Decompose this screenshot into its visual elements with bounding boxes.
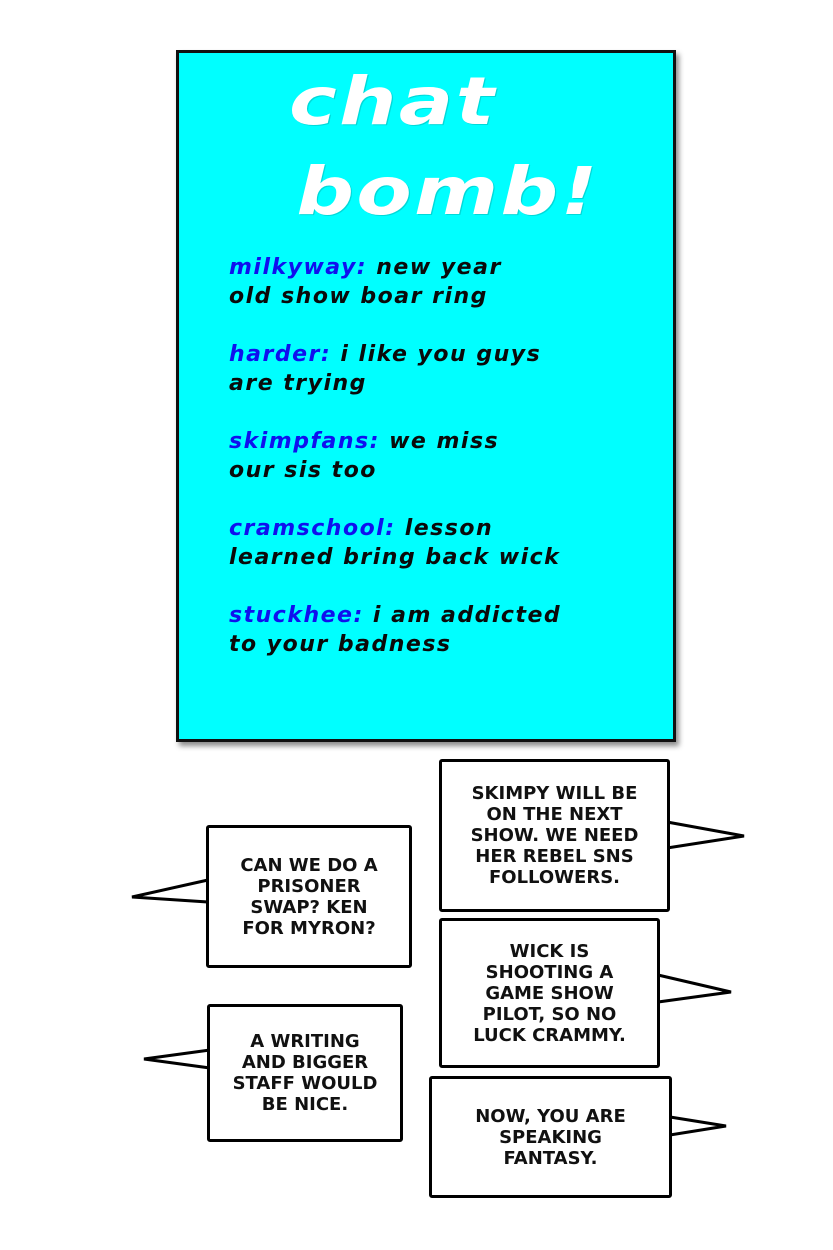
speech-bubble-text: NOW, YOU ARE SPEAKING FANTASY. <box>475 1105 626 1169</box>
speech-bubble: A WRITING AND BIGGER STAFF WOULD BE NICE… <box>207 1004 403 1142</box>
chat-username: milkyway: <box>229 255 368 280</box>
chat-message-list: milkyway: new year old show boar ring ha… <box>229 253 673 688</box>
title-line-2: bomb! <box>296 153 600 230</box>
title-line-1: chat <box>289 63 497 140</box>
chat-text: i am addicted to your badness <box>229 603 562 657</box>
speech-bubble-text: CAN WE DO A PRISONER SWAP? KEN FOR MYRON… <box>240 854 378 939</box>
chat-message: milkyway: new year old show boar ring <box>229 253 673 311</box>
bubble-tail-left <box>131 878 210 904</box>
speech-bubble-text: SKIMPY WILL BE ON THE NEXT SHOW. WE NEED… <box>470 783 639 888</box>
speech-bubble: WICK IS SHOOTING A GAME SHOW PILOT, SO N… <box>439 918 660 1068</box>
bubble-tail-right <box>656 973 732 1004</box>
bubble-tail-right <box>665 820 745 850</box>
chat-panel: chat bomb! milkyway: new year old show b… <box>176 50 676 742</box>
speech-bubble: SKIMPY WILL BE ON THE NEXT SHOW. WE NEED… <box>439 759 670 912</box>
chat-username: skimpfans: <box>229 429 380 454</box>
speech-bubble: CAN WE DO A PRISONER SWAP? KEN FOR MYRON… <box>206 825 412 968</box>
chat-message: harder: i like you guys are trying <box>229 340 673 398</box>
chat-text: we miss our sis too <box>229 429 500 483</box>
speech-bubble-text: A WRITING AND BIGGER STAFF WOULD BE NICE… <box>232 1031 378 1115</box>
bubble-tail-right <box>668 1115 727 1137</box>
chat-text: new year old show boar ring <box>229 255 502 309</box>
chat-username: harder: <box>229 342 332 367</box>
chat-text: lesson learned bring back wick <box>229 516 561 570</box>
speech-bubble-text: WICK IS SHOOTING A GAME SHOW PILOT, SO N… <box>473 940 626 1046</box>
chat-message: skimpfans: we miss our sis too <box>229 427 673 485</box>
chat-message: cramschool: lesson learned bring back wi… <box>229 514 673 572</box>
chat-bomb-title: chat bomb! <box>289 57 673 237</box>
chat-username: cramschool: <box>229 516 396 541</box>
chat-message: stuckhee: i am addicted to your badness <box>229 601 673 659</box>
chat-text: i like you guys are trying <box>229 342 542 396</box>
bubble-tail-left <box>143 1048 212 1070</box>
chat-username: stuckhee: <box>229 603 364 628</box>
speech-bubble: NOW, YOU ARE SPEAKING FANTASY. <box>429 1076 672 1198</box>
